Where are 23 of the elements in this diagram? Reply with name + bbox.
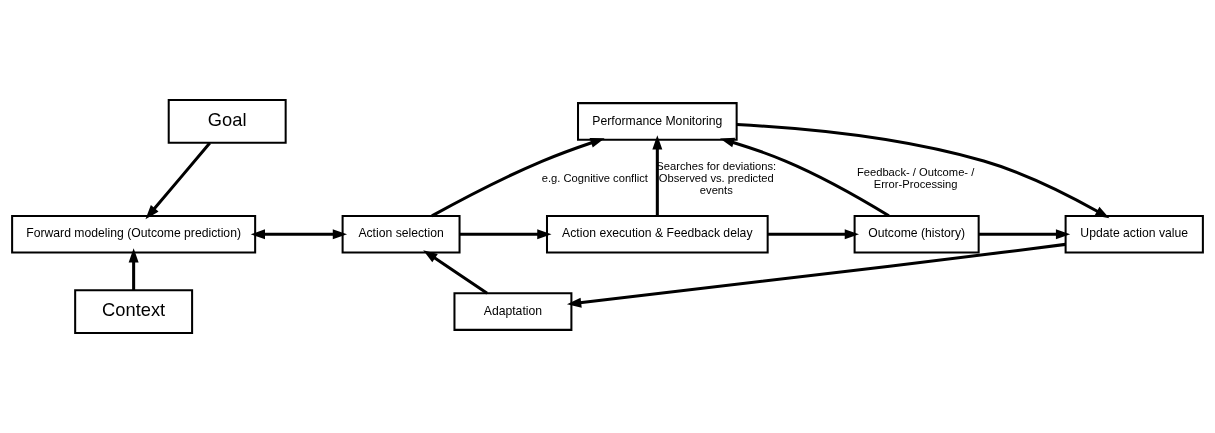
node-box: Forward modeling (Outcome prediction): [11, 214, 257, 254]
arrow: [128, 248, 139, 290]
arrow: [767, 229, 860, 240]
node-box: Update action value: [1064, 214, 1204, 254]
node-box: Performance Monitoring: [577, 102, 738, 141]
node-box: Adaptation: [453, 292, 573, 331]
node-box: Action execution & Feedback delay: [546, 214, 769, 254]
arrow: [720, 137, 890, 218]
arrow: [459, 229, 552, 240]
arrow: [978, 229, 1071, 240]
arrow: [652, 135, 663, 216]
arrow: [250, 229, 348, 240]
node-box: Goal: [167, 99, 287, 144]
arrow: [423, 250, 488, 295]
arrow: [566, 242, 1066, 308]
edge-label: Feedback- / Outcome- / Error-Processing: [856, 166, 975, 191]
arrow: [431, 138, 605, 218]
arrow: [145, 142, 211, 220]
edge-label: e.g. Cognitive conflict: [541, 172, 648, 185]
node-box: Outcome (history): [853, 214, 980, 254]
node-box: Action selection: [341, 214, 461, 254]
arrow: [736, 123, 1110, 219]
node-box: Context: [74, 289, 194, 334]
